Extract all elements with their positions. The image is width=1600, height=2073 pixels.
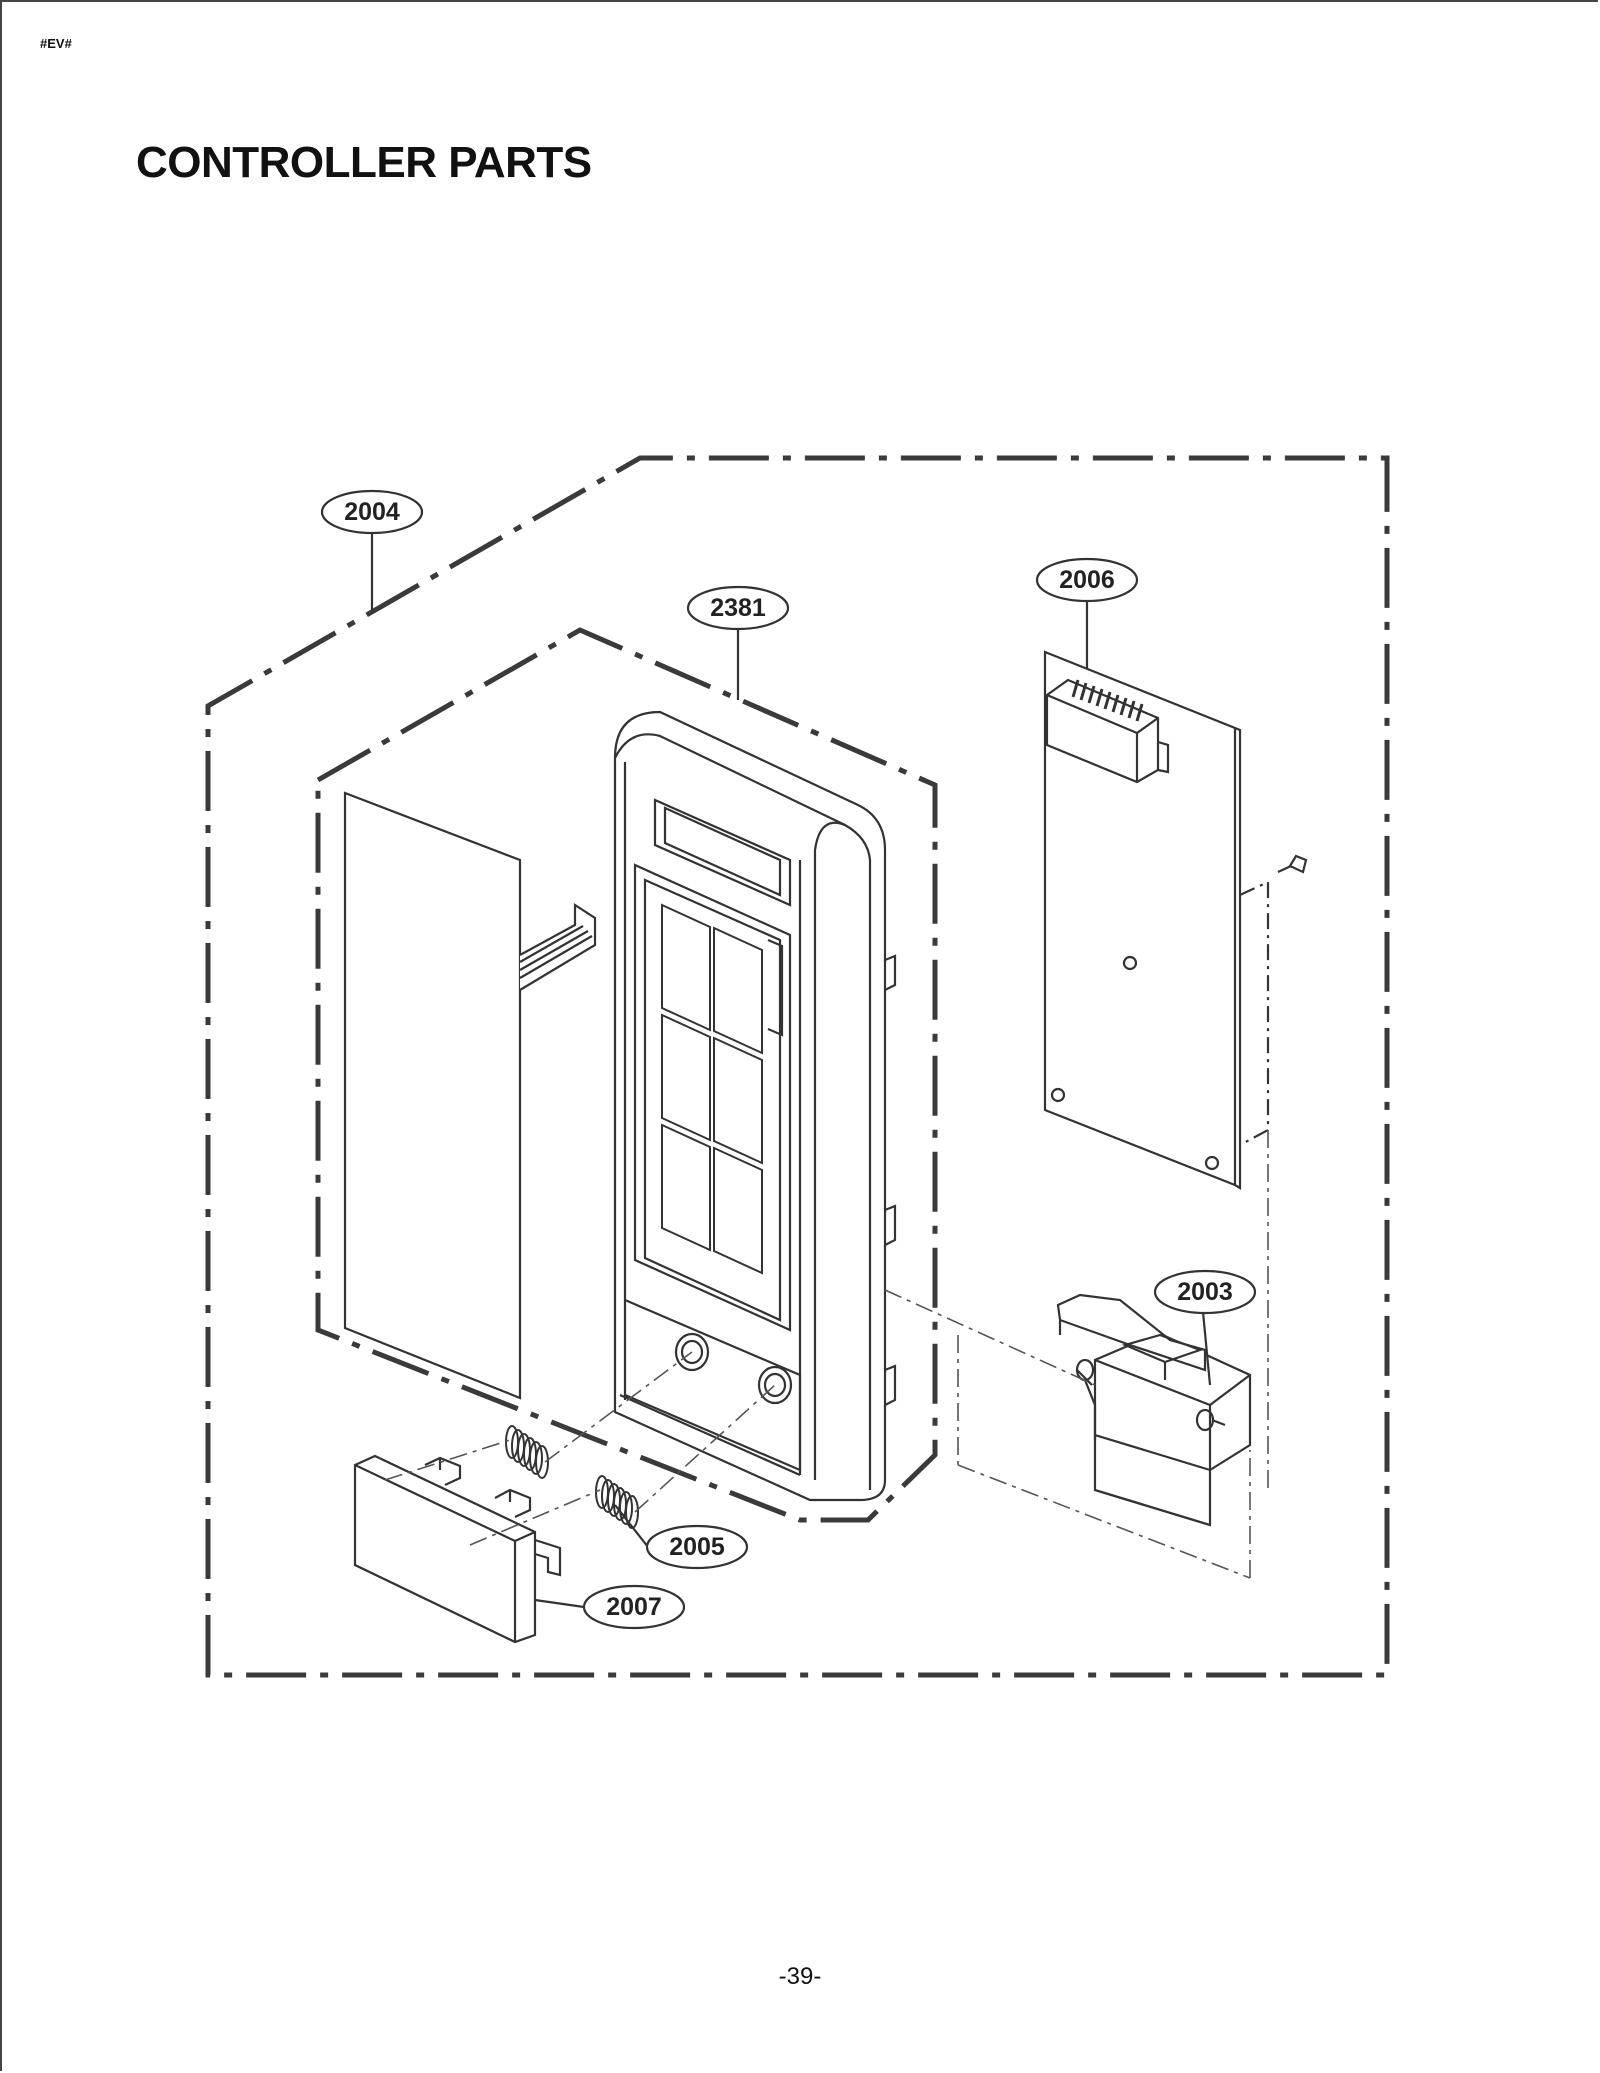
assembly-boundary-inner: [315, 627, 938, 1523]
callout-leaders: [370, 532, 1212, 1609]
callout-2007: 2007: [582, 1584, 686, 1630]
callout-label-2005: 2005: [669, 1533, 725, 1561]
control-panel-frame: [613, 710, 897, 1502]
door-open-button: [353, 1454, 562, 1644]
spring-lower: [595, 1475, 639, 1529]
callout-label-2381: 2381: [710, 594, 766, 622]
assembly-boundary-outer: [205, 455, 1390, 1678]
pcb-controller-board: [1043, 650, 1308, 1190]
callout-label-2004: 2004: [344, 498, 400, 526]
membrane-touch-pad: [343, 791, 597, 1400]
latch-lever-assembly: [1056, 1293, 1252, 1527]
callout-2005: 2005: [645, 1524, 749, 1570]
document-code: #EV#: [40, 36, 72, 51]
callout-2004: 2004: [320, 489, 424, 535]
page-number: -39-: [778, 1963, 822, 1990]
spring-upper: [505, 1425, 549, 1479]
callout-label-2006: 2006: [1059, 566, 1115, 594]
callout-label-2007: 2007: [606, 1593, 662, 1621]
alignment-lines: [384, 1130, 1269, 1579]
callout-2381: 2381: [686, 585, 790, 631]
callout-2006: 2006: [1035, 557, 1139, 603]
callout-label-2003: 2003: [1177, 1278, 1233, 1306]
page-title: CONTROLLER PARTS: [136, 138, 592, 187]
callout-2003: 2003: [1153, 1269, 1257, 1315]
